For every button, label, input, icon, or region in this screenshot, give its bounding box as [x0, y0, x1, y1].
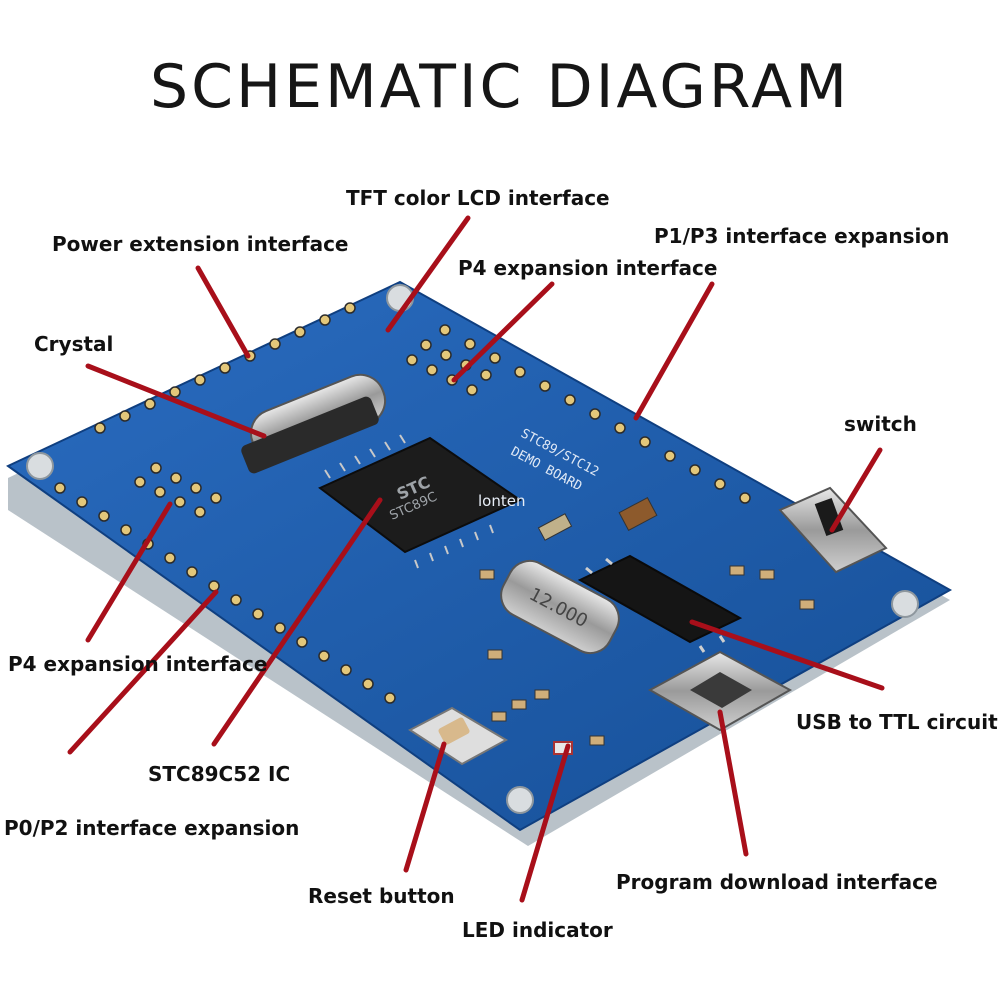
p4-top-header: [406, 339, 492, 396]
pointer-lines: [67, 215, 885, 903]
label-reset-button: Reset button: [308, 884, 455, 908]
label-p4-expansion-interface-top: P4 expansion interface: [458, 256, 718, 280]
p4-left-header: [134, 462, 222, 518]
top-header-pins: [94, 302, 356, 434]
usb-ttl-chip: [577, 554, 743, 653]
label-led-indicator: LED indicator: [462, 918, 613, 942]
crystal-component: [241, 373, 387, 474]
label-p4-expansion-interface-left: P4 expansion interface: [8, 652, 268, 676]
label-program-download-interface: Program download interface: [616, 870, 938, 894]
label-p0-p2-interface-expansion: P0/P2 interface expansion: [4, 816, 300, 840]
page-title: SCHEMATIC DIAGRAM: [150, 52, 850, 122]
usb-crystal-component: 12.000: [500, 559, 620, 655]
mcu-chip: STC STC89C: [318, 434, 523, 569]
label-tft-lcd-interface: TFT color LCD interface: [346, 186, 610, 210]
watermark-text: lonten: [478, 492, 525, 510]
diode-component: [537, 513, 573, 541]
label-usb-to-ttl-circuit: USB to TTL circuit: [796, 710, 998, 734]
mounting-holes: [26, 284, 919, 814]
micro-usb-connector: [647, 650, 793, 732]
label-power-extension-interface: Power extension interface: [52, 232, 349, 256]
label-switch: switch: [844, 412, 917, 436]
right-header-pins: [439, 324, 751, 504]
label-p1-p3-interface-expansion: P1/P3 interface expansion: [654, 224, 950, 248]
label-stc89c52-ic: STC89C52 IC: [148, 762, 291, 786]
reset-button-component: [408, 706, 509, 766]
label-crystal: Crystal: [34, 332, 114, 356]
tantalum-capacitor: [618, 496, 658, 532]
